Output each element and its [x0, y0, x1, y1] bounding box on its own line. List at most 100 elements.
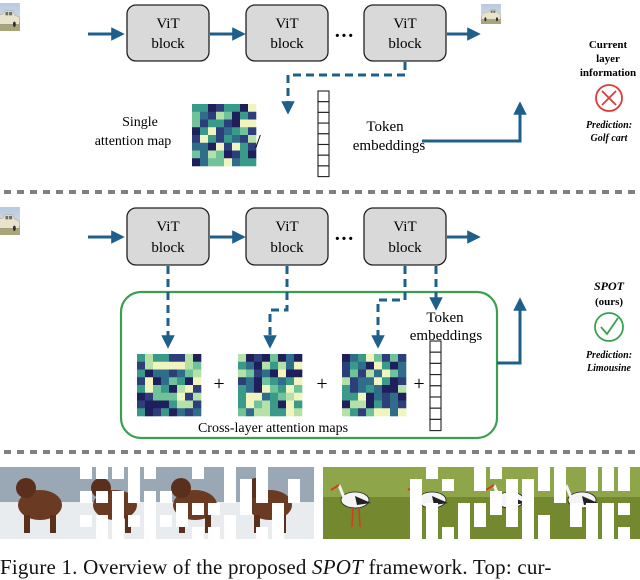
heatmap-cell — [216, 104, 225, 113]
heatmap-cell — [286, 377, 295, 386]
masked-patch — [160, 491, 172, 503]
masked-patch — [474, 467, 486, 479]
heatmap-cell — [192, 104, 201, 113]
masked-patch — [192, 503, 204, 515]
masked-patch — [602, 479, 614, 491]
prediction-label: Prediction: — [586, 350, 632, 361]
vit-block-line1: ViT — [156, 16, 179, 32]
heatmap-cell — [374, 377, 383, 386]
heatmap-cell — [193, 392, 202, 401]
heatmap-cell — [216, 127, 225, 136]
heatmap-cell — [390, 392, 399, 401]
masked-patch — [208, 503, 220, 515]
heatmap-cell — [200, 142, 209, 151]
heatmap-cell — [193, 377, 202, 386]
masked-patch — [112, 491, 124, 503]
masked-patch — [538, 467, 550, 479]
heatmap-cell — [350, 392, 359, 401]
image-patch — [485, 218, 505, 238]
heatmap-cell — [240, 135, 249, 144]
heatmap-cell — [358, 377, 367, 386]
heatmap-cell — [246, 385, 255, 394]
heatmap-cell — [161, 361, 170, 370]
heatmap-cell — [169, 369, 178, 378]
heatmap-cell — [398, 408, 407, 417]
heatmap-cell — [294, 385, 303, 394]
heatmap-cell — [390, 361, 399, 370]
masked-patch — [602, 527, 614, 539]
masked-patch — [618, 527, 630, 539]
masked-patch — [80, 515, 92, 527]
caption-part2: framework. Top: cur- — [363, 555, 552, 579]
image-patch — [483, 218, 503, 238]
token-cell — [429, 374, 442, 387]
token-cell — [429, 396, 442, 409]
heatmap-cell — [390, 408, 399, 417]
heatmap-cell — [398, 361, 407, 370]
masked-patch — [506, 491, 518, 503]
stork-wing — [582, 496, 598, 505]
single-map-label-1: Single — [122, 115, 158, 130]
masked-patch — [602, 467, 614, 479]
image-patch — [485, 222, 505, 242]
masked-patch — [240, 479, 252, 491]
heatmap-cell — [153, 408, 162, 417]
dashed-arrow — [263, 266, 289, 349]
heatmap-cell — [200, 104, 209, 113]
heatmap-cell — [193, 361, 202, 370]
heatmap-cell — [286, 400, 295, 409]
heatmap-cell — [294, 377, 303, 386]
masked-patch — [112, 515, 124, 527]
heatmap-cell — [208, 150, 217, 159]
heatmap-cell — [278, 400, 287, 409]
vit-block-line1: ViT — [393, 16, 416, 32]
heatmap-cell — [208, 158, 217, 167]
heatmap-cell — [350, 369, 359, 378]
masked-patch — [458, 503, 470, 515]
heatmap-cell — [208, 142, 217, 151]
heatmap-cell — [358, 385, 367, 394]
heatmap-cell — [193, 400, 202, 409]
heatmap-cell — [169, 377, 178, 386]
heatmap-cell — [254, 354, 263, 363]
heatmap-cell — [246, 354, 255, 363]
heatmap-cell — [216, 158, 225, 167]
heatmap-cell — [342, 400, 351, 409]
heatmap-cell — [270, 392, 279, 401]
heatmap-cell — [200, 111, 209, 120]
heatmap-cell — [294, 369, 303, 378]
token-cell — [429, 340, 442, 353]
heatmap-cell — [398, 385, 407, 394]
heatmap-cell — [254, 369, 263, 378]
single-map-label-2: attention map — [95, 134, 172, 149]
heatmap-cell — [232, 150, 241, 159]
heatmap-cell — [240, 127, 249, 136]
plus-sign: + — [316, 373, 327, 395]
heatmap-cell — [286, 392, 295, 401]
heatmap-cell — [398, 369, 407, 378]
heatmap-cell — [398, 400, 407, 409]
heatmap-cell — [153, 385, 162, 394]
token-cell — [429, 385, 442, 398]
heatmap-cell — [374, 361, 383, 370]
prediction-label: Prediction: — [586, 120, 632, 131]
heatmap-cell — [278, 354, 287, 363]
heatmap-cell — [169, 354, 178, 363]
masked-patch — [128, 515, 140, 527]
heatmap-cell — [294, 408, 303, 417]
heatmap-cell — [350, 400, 359, 409]
image-patch — [485, 208, 505, 228]
heatmap-cell — [216, 119, 225, 128]
vit-block-line1: ViT — [156, 219, 179, 235]
dog-leg — [50, 515, 56, 533]
heatmap-cell — [366, 369, 375, 378]
token-cell — [317, 143, 330, 156]
heatmap-cell — [232, 135, 241, 144]
heatmap-cell — [286, 361, 295, 370]
heatmap-cell — [366, 408, 375, 417]
heatmap-cell — [246, 361, 255, 370]
heatmap-cell — [398, 354, 407, 363]
masked-patch — [272, 527, 284, 539]
heatmap-cell — [177, 385, 186, 394]
masked-patch — [522, 503, 534, 515]
